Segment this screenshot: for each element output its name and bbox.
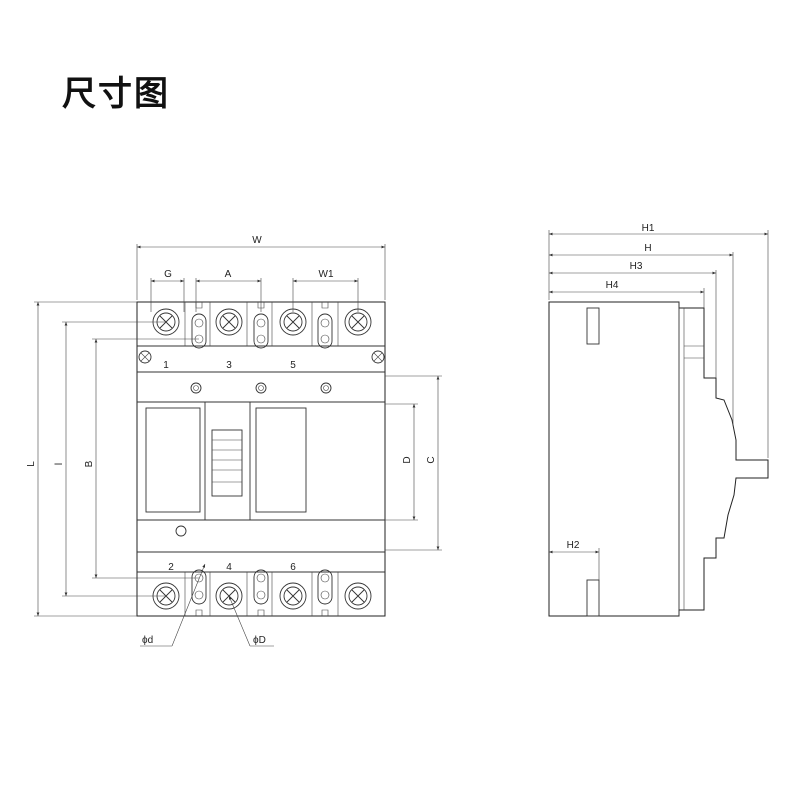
top-mounting-slots <box>191 313 333 349</box>
bottom-terminal-separators <box>184 572 339 616</box>
dim-W: W <box>252 235 262 246</box>
lower-indicator-hole <box>175 525 187 537</box>
dim-phi-d: ϕd <box>142 635 153 646</box>
indicator-holes <box>190 382 332 394</box>
dim-W1: W1 <box>319 269 334 280</box>
dim-H3: H3 <box>630 261 643 272</box>
left-window <box>145 407 201 513</box>
terminal-label-5: 5 <box>290 360 296 371</box>
dim-B: B <box>84 460 95 467</box>
terminal-label-2: 2 <box>168 562 174 573</box>
dim-D: D <box>402 456 413 463</box>
dim-C: C <box>426 456 437 463</box>
front-body-outline <box>136 301 386 617</box>
corner-screws <box>138 350 385 364</box>
terminal-label-1: 1 <box>163 360 169 371</box>
dim-G: G <box>164 269 172 280</box>
terminal-label-3: 3 <box>226 360 232 371</box>
handle <box>211 429 243 497</box>
side-body-outline <box>548 301 769 617</box>
dim-H: H <box>644 243 651 254</box>
dim-H1: H1 <box>642 223 655 234</box>
dim-L: L <box>26 461 37 467</box>
right-window <box>255 407 307 513</box>
side-top-tab <box>586 307 600 345</box>
dim-H2: H2 <box>567 540 580 551</box>
dim-phi-D: ϕD <box>253 635 266 646</box>
terminal-label-4: 4 <box>226 562 232 573</box>
dim-A: A <box>225 269 232 280</box>
terminal-label-6: 6 <box>290 562 296 573</box>
side-view: H1 H H3 H4 H2 <box>548 223 769 617</box>
top-terminal-separators <box>184 302 339 346</box>
dim-H4: H4 <box>606 280 619 291</box>
dim-l: l <box>54 463 65 465</box>
side-bottom-tab <box>586 579 600 617</box>
page-title: 尺寸图 <box>62 74 170 114</box>
front-view: 1 3 5 2 4 6 <box>26 235 442 647</box>
top-terminal-screws <box>152 308 372 336</box>
bottom-mounting-slots <box>191 569 333 605</box>
